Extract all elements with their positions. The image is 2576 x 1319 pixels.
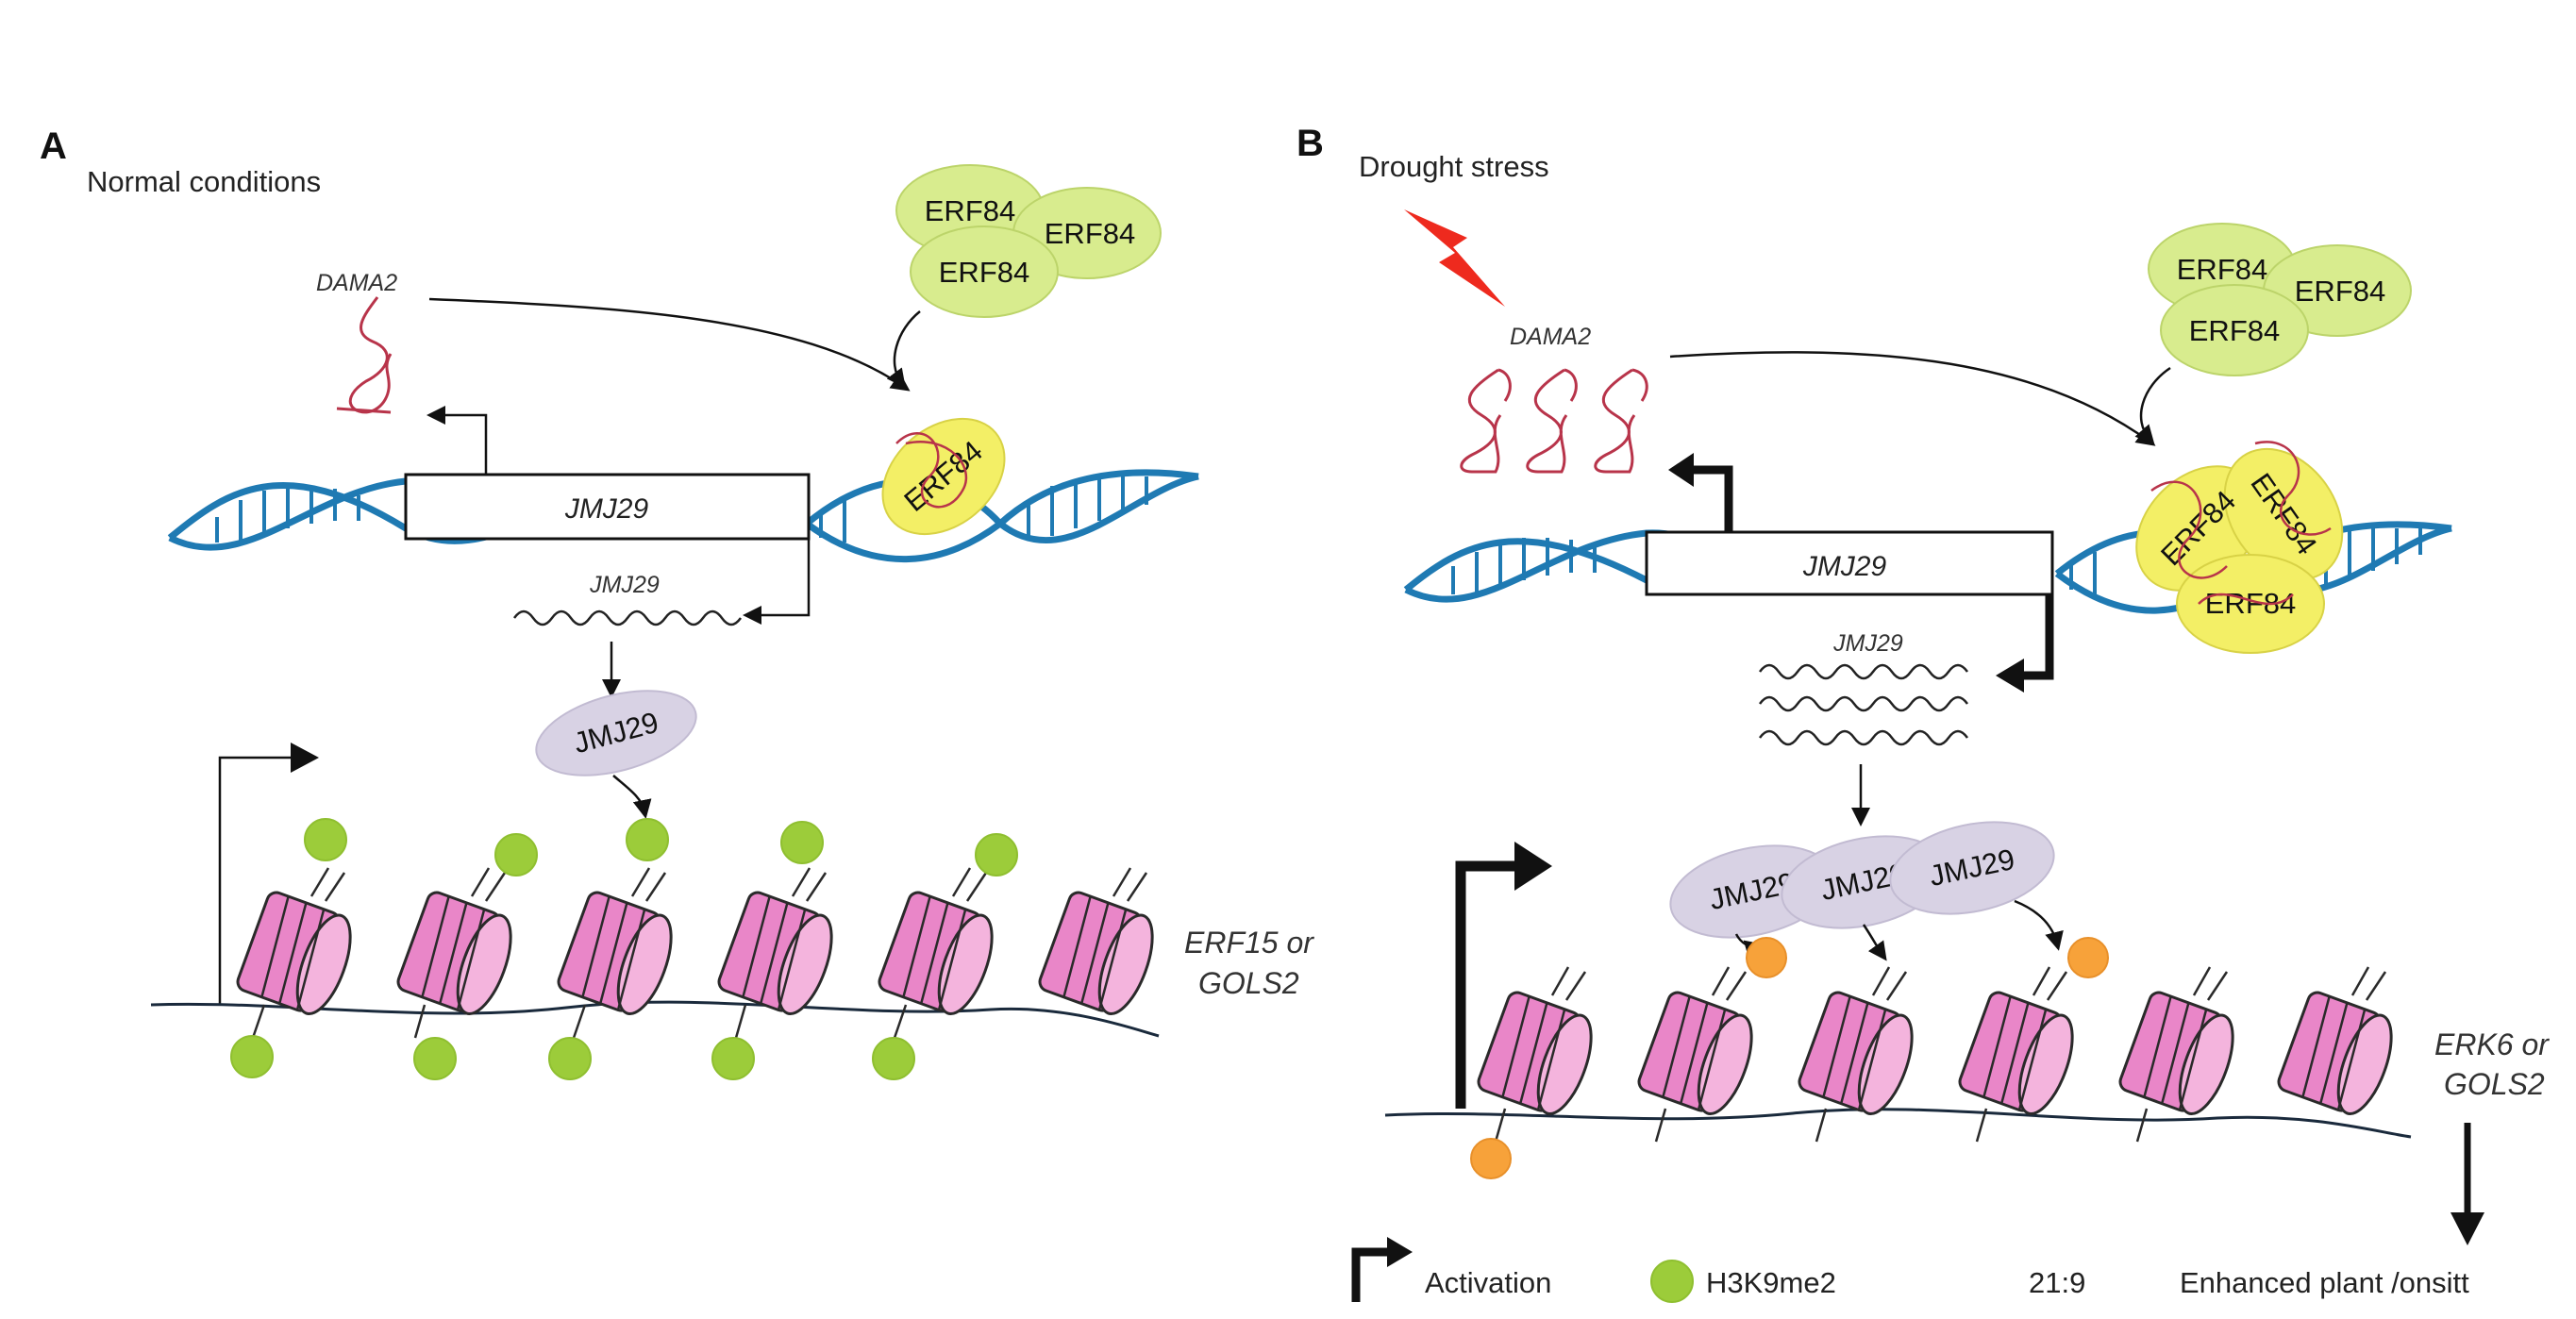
jmj29-protein-b: JMJ29	[1889, 821, 2055, 915]
jmj29-gene-box	[404, 473, 811, 541]
panel-b-dama2-label: DAMA2	[1510, 324, 1591, 350]
erf84-cluster-b: ERF84 ERF84 ERF84	[2148, 223, 2412, 376]
erf84-bound-b: ERF84 ERF84 ERF84	[2135, 441, 2344, 654]
target-genes-a-line1: ERF15 or	[1184, 926, 1314, 960]
jmj29-protein: JMJ29	[535, 690, 697, 776]
erf84-label: ERF84	[2295, 275, 2385, 308]
chromatin-fiber-a	[150, 1000, 1160, 1038]
nucleosome	[396, 891, 512, 1015]
dama2-transcription-arrow-b	[1689, 465, 1733, 532]
nucleosome	[2277, 991, 2393, 1115]
erf84-bound: ERF84	[881, 417, 1006, 536]
dama2-transcription-arrow	[427, 406, 488, 475]
nucleosome	[1637, 991, 1753, 1115]
jmj29-gene-label: JMJ29	[564, 493, 649, 525]
nucleosome	[1798, 991, 1914, 1115]
nucleosome	[236, 891, 352, 1015]
erf84-label: ERF84	[939, 256, 1029, 289]
erf84-bound-label: ERF84	[2205, 587, 2296, 620]
activation-arrow-b	[1455, 860, 1519, 1109]
jmj29-gene-box-b	[1645, 530, 2054, 596]
panel-b-letter: B	[1296, 123, 1324, 164]
legend-activation: Activation	[1425, 1266, 1551, 1299]
drought-bolt-icon	[1404, 209, 1505, 307]
dama2-to-erf84-arrow	[428, 297, 911, 392]
target-genes-b-line2: GOLS2	[2444, 1067, 2545, 1101]
jmj29-transcription-arrow-b	[2019, 594, 2054, 680]
erf84-label: ERF84	[1045, 217, 1135, 250]
panel-a-condition: Normal conditions	[87, 165, 321, 198]
legend-h3k9me2: H3K9me2	[1706, 1266, 1836, 1299]
target-genes-a-line2: GOLS2	[1198, 966, 1299, 1000]
activation-legend-icon	[1351, 1247, 1392, 1302]
jmj29-gene-label-b: JMJ29	[1802, 551, 1887, 582]
panel-b: B Drought stress DAMA2 ERF84 ERF84 ERF84	[1296, 123, 2550, 1245]
target-genes-b-line1: ERK6 or	[2434, 1027, 2550, 1061]
erf84-cluster-arrow-b	[2134, 366, 2171, 444]
jmj29-transcript-label-b: JMJ29	[1832, 630, 1903, 657]
legend-ratio: 21:9	[2029, 1266, 2085, 1299]
nucleosome	[1038, 891, 1154, 1015]
nucleosome	[557, 891, 673, 1015]
panel-a-letter: A	[40, 125, 67, 167]
erf84-cluster: ERF84 ERF84 ERF84	[895, 164, 1162, 318]
erf84-label: ERF84	[925, 194, 1015, 227]
jmj29-transcript-label: JMJ29	[589, 572, 660, 598]
activation-arrow-a	[218, 756, 294, 1005]
nucleosome	[2118, 991, 2234, 1115]
jmj29-mrna-b	[1758, 663, 1969, 746]
legend-enhanced: Enhanced plant /onsitt	[2180, 1266, 2469, 1299]
dama2-rna-shapes	[1460, 368, 1648, 474]
jmj29-mrna	[512, 609, 743, 626]
nucleosome	[717, 891, 833, 1015]
orange-mark	[1470, 937, 2109, 1179]
h3k9me2-mark	[230, 818, 1018, 1080]
erf84-label: ERF84	[2189, 314, 2280, 347]
dama2-to-erf84-arrow-b	[1669, 351, 2156, 446]
chromatin-fiber-b	[1384, 1108, 2412, 1139]
nucleosome	[1477, 991, 1593, 1115]
erf84-cluster-arrow	[886, 310, 921, 389]
nucleosome	[1958, 991, 2074, 1115]
legend: Activation H3K9me2 21:9 Enhanced plant /…	[1351, 1237, 2469, 1303]
h3k9me2-legend-icon	[1650, 1260, 1694, 1303]
jmj29-transcription-arrow	[743, 539, 811, 625]
panel-b-condition: Drought stress	[1359, 150, 1549, 183]
erf84-label: ERF84	[2177, 253, 2267, 286]
nucleosome	[878, 891, 994, 1015]
panel-a-dama2-label: DAMA2	[316, 270, 397, 296]
dama2-rna-shape	[348, 296, 393, 414]
panel-a: A Normal conditions DAMA2 ERF84 ERF84 ER…	[40, 125, 1314, 1080]
